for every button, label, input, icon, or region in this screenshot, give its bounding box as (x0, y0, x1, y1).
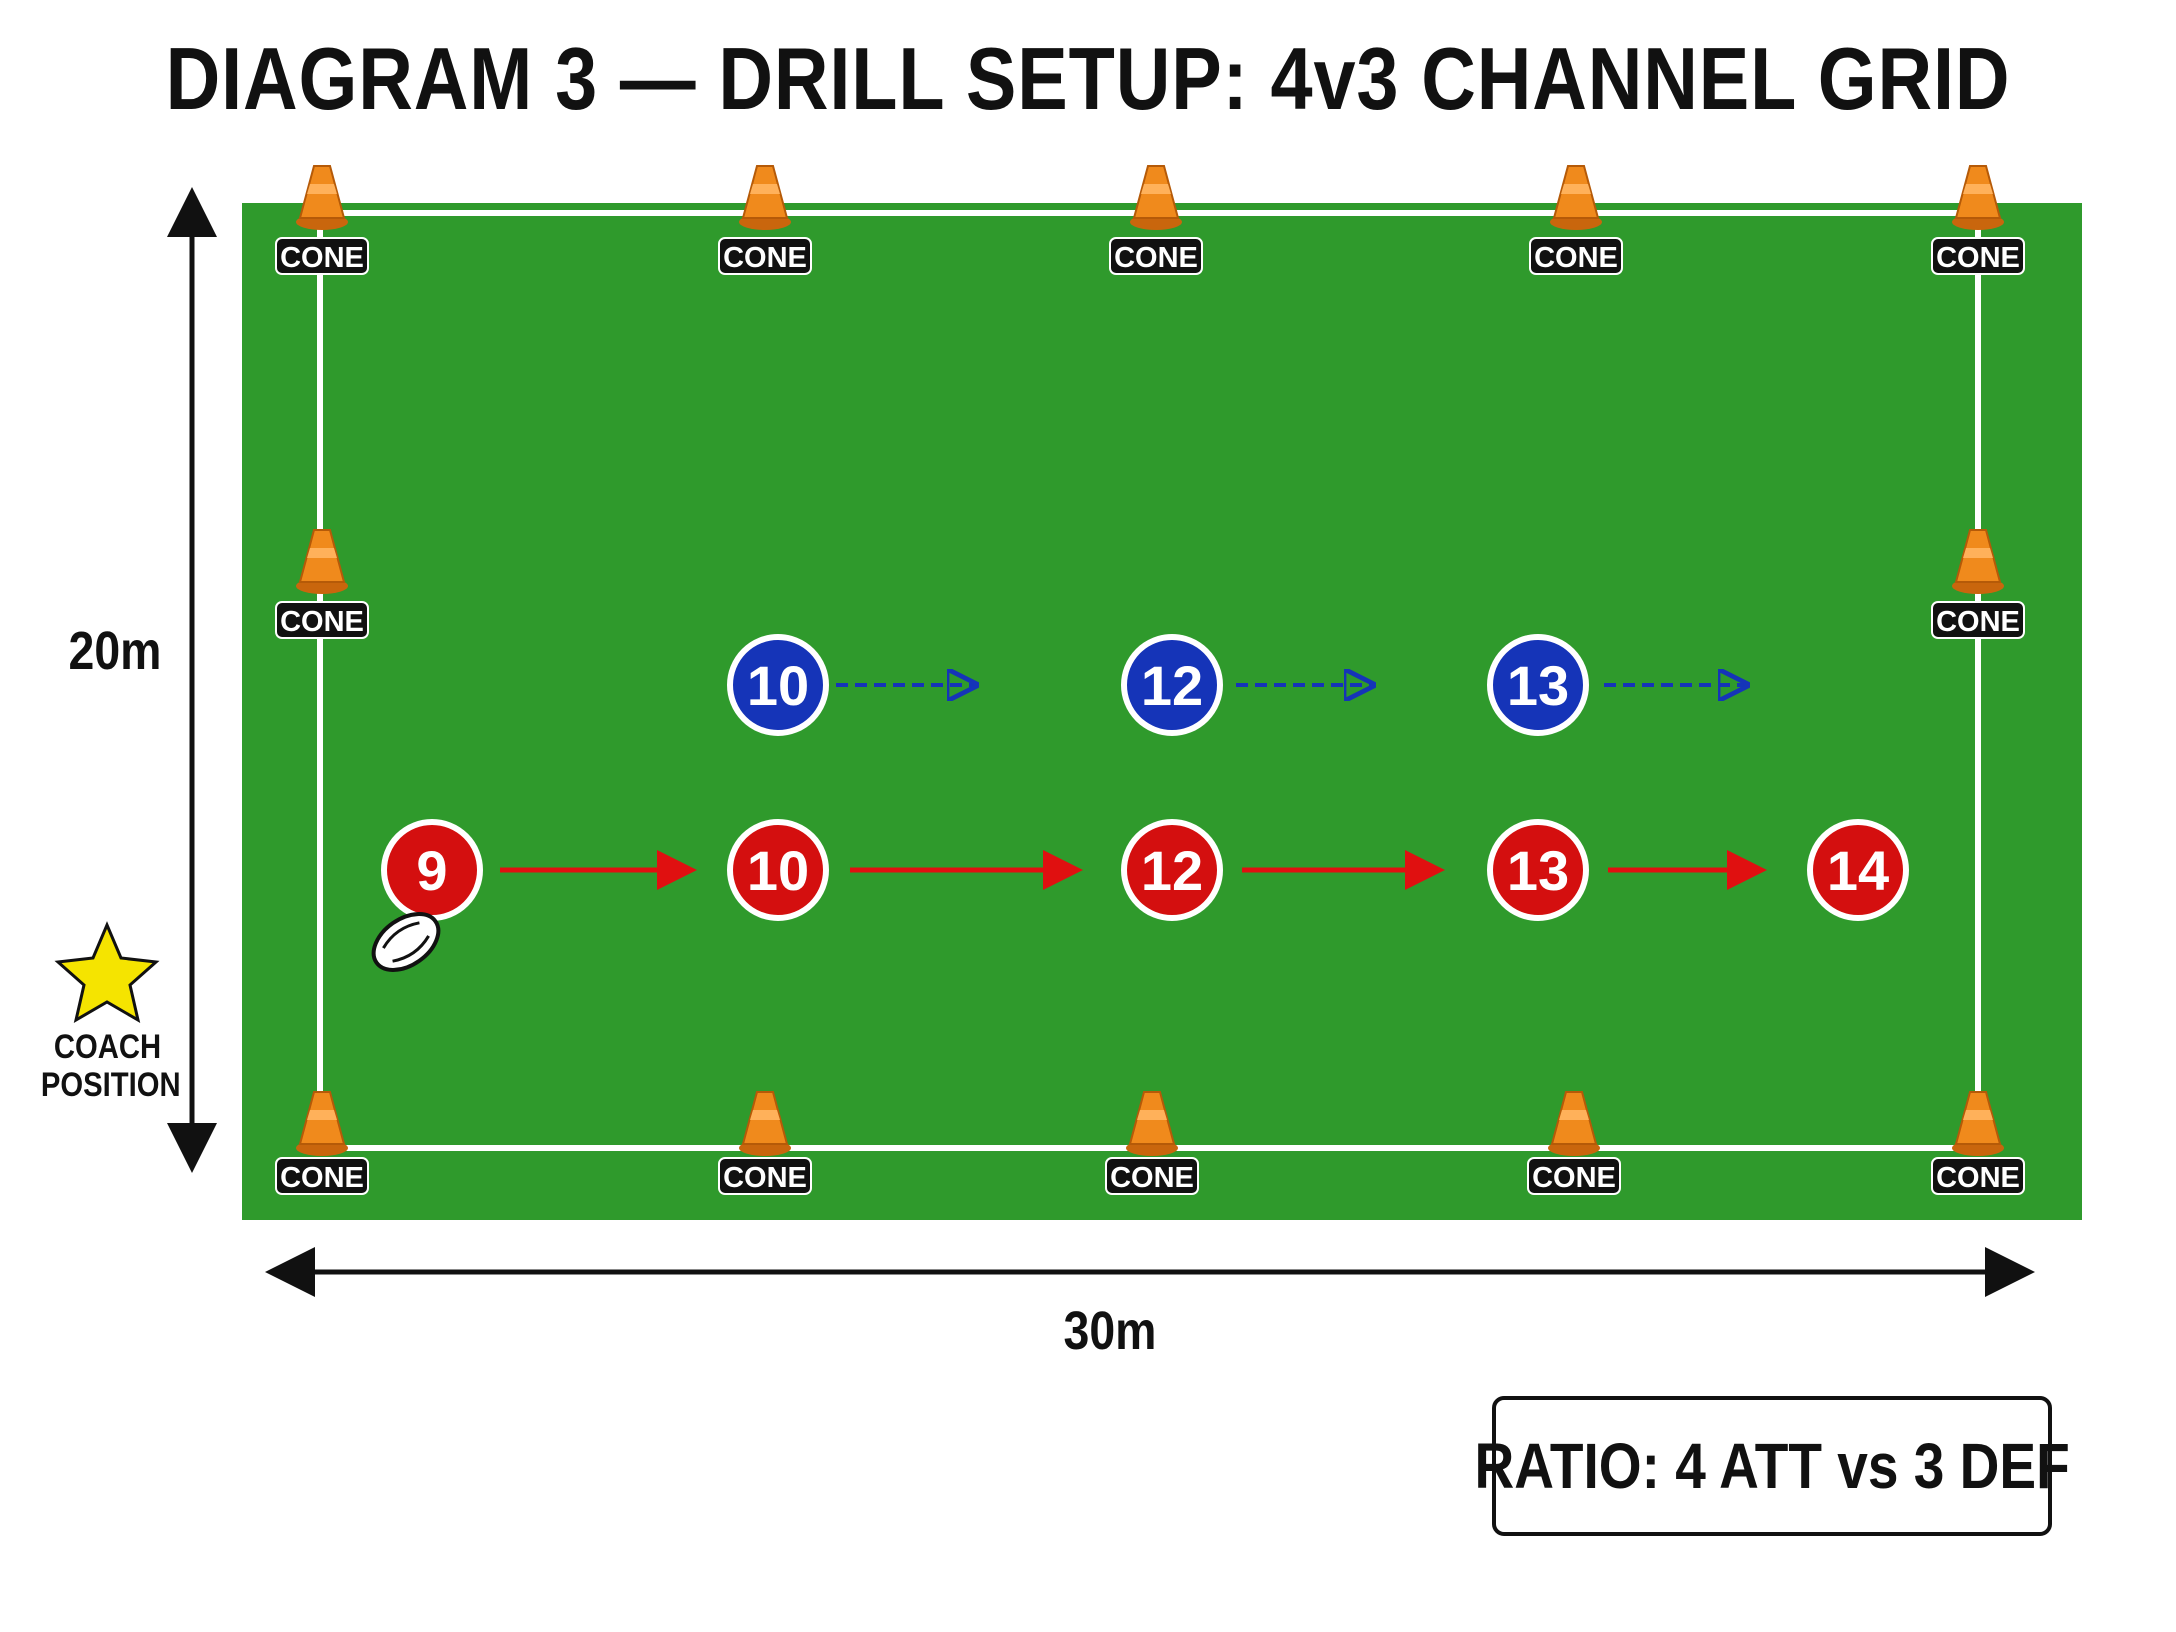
cone-bottom-3: CONE (1105, 1091, 1199, 1195)
attacker-10: 10 (727, 819, 829, 921)
cone-stripe (750, 1110, 780, 1120)
cone-label: CONE (1534, 242, 1618, 274)
cone-label-box (275, 237, 369, 275)
attacker-9: 9 (381, 819, 483, 921)
cone-stripe (307, 184, 337, 194)
height-label: 20m (68, 621, 162, 681)
cone-label-box (1931, 1157, 2025, 1195)
cone-label: CONE (1936, 1162, 2020, 1194)
cone-label: CONE (1110, 1162, 1194, 1194)
cone-top-1: CONE (275, 165, 369, 275)
cone-label: CONE (280, 242, 364, 274)
player-number: 9 (416, 839, 447, 902)
cone-label-box (1529, 237, 1623, 275)
cone-top-2: CONE (718, 165, 812, 275)
cone-label-box (718, 1157, 812, 1195)
player-number: 12 (1141, 839, 1203, 902)
cone-middle-2: CONE (1931, 529, 2025, 639)
attacker-13: 13 (1487, 819, 1589, 921)
cone-label-box (1527, 1157, 1621, 1195)
cone-stripe (1963, 548, 1993, 558)
player-number: 13 (1507, 839, 1569, 902)
cone-label-box (1105, 1157, 1199, 1195)
cone-label: CONE (1936, 242, 2020, 274)
cone-stripe (1963, 1110, 1993, 1120)
cone-top-3: CONE (1109, 165, 1203, 275)
player-marker (1121, 634, 1223, 736)
cone-middle-1: CONE (275, 529, 369, 639)
player-marker (1487, 634, 1589, 736)
cone-label-box (275, 601, 369, 639)
defender-13: 13 (1487, 634, 1589, 736)
player-marker (1121, 819, 1223, 921)
players-layer: 9 10 12 13 14 10 12 13 (381, 634, 1909, 921)
diagram-title: DIAGRAM 3 — DRILL SETUP: 4v3 CHANNEL GRI… (165, 29, 2011, 128)
player-marker (727, 634, 829, 736)
defender-10: 10 (727, 634, 829, 736)
cone-label-box (718, 237, 812, 275)
cone-stripe (1137, 1110, 1167, 1120)
ratio-box: RATIO: 4 ATT vs 3 DEF (1474, 1396, 2070, 1536)
player-number: 14 (1827, 839, 1889, 902)
cone-label-box (275, 1157, 369, 1195)
cone-label: CONE (280, 1162, 364, 1194)
cone-stripe (750, 184, 780, 194)
cone-stripe (1963, 184, 1993, 194)
cone-stripe (307, 1110, 337, 1120)
cone-bottom-5: CONE (1931, 1091, 2025, 1195)
cone-label-box (1931, 601, 2025, 639)
cone-label: CONE (280, 606, 364, 638)
width-label: 30m (1063, 1301, 1157, 1361)
cone-top-4: CONE (1529, 165, 1623, 275)
coach-position-label: COACH POSITION (40, 1028, 181, 1104)
cone-label-box (1109, 237, 1203, 275)
cone-label: CONE (1532, 1162, 1616, 1194)
cone-stripe (1141, 184, 1171, 194)
player-number: 12 (1141, 654, 1203, 717)
ratio-text: RATIO: 4 ATT vs 3 DEF (1474, 1430, 2070, 1502)
rugby-ball-icon (371, 912, 441, 972)
player-marker (727, 819, 829, 921)
player-number: 10 (747, 654, 809, 717)
cones-layer: CONE CONE CONE CONE CONE CONE CONE CONE CONE CONE… (275, 165, 2025, 1195)
cone-bottom-2: CONE (718, 1091, 812, 1195)
player-number: 10 (747, 839, 809, 902)
cone-top-5: CONE (1931, 165, 2025, 275)
cone-label: CONE (723, 1162, 807, 1194)
cone-label-box (1931, 237, 2025, 275)
attacker-14: 14 (1807, 819, 1909, 921)
player-marker (1807, 819, 1909, 921)
player-number: 13 (1507, 654, 1569, 717)
cone-bottom-1: CONE (275, 1091, 369, 1195)
player-marker (1487, 819, 1589, 921)
cone-label: CONE (1936, 606, 2020, 638)
runline-arrows (500, 685, 1767, 890)
cone-label: CONE (1114, 242, 1198, 274)
cone-stripe (1561, 184, 1591, 194)
defender-12: 12 (1121, 634, 1223, 736)
cone-stripe (307, 548, 337, 558)
attacker-12: 12 (1121, 819, 1223, 921)
cone-stripe (1559, 1110, 1589, 1120)
cone-bottom-4: CONE (1527, 1091, 1621, 1195)
star-icon (54, 921, 160, 1024)
cone-label: CONE (723, 242, 807, 274)
